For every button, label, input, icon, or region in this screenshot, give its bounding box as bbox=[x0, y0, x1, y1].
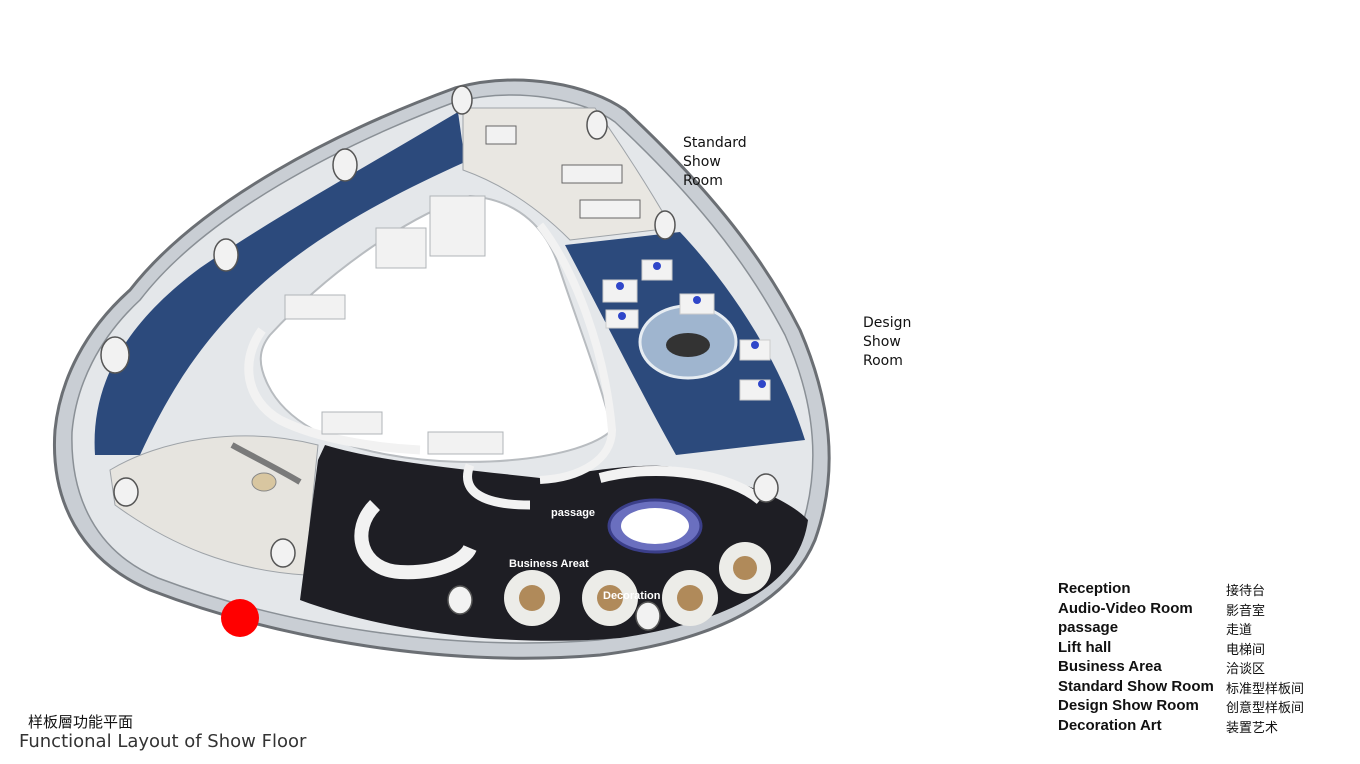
partition-panel bbox=[427, 431, 504, 455]
legend-zh: 影音室 bbox=[1226, 603, 1266, 619]
legend-en: Standard Show Room bbox=[1058, 677, 1214, 695]
lounge-seating bbox=[504, 542, 771, 626]
meeting-table bbox=[666, 333, 710, 357]
office-chairs bbox=[616, 262, 766, 388]
label-passage: passage bbox=[551, 507, 596, 519]
legend-en: Decoration Art bbox=[1058, 716, 1162, 734]
curved-wall-inner bbox=[244, 327, 421, 455]
legend-zh: 创意型样板间 bbox=[1226, 701, 1305, 716]
label-decoration: Decoration bbox=[603, 590, 661, 602]
reception-desk bbox=[354, 500, 477, 580]
legend-zh: 装置艺术 bbox=[1226, 720, 1279, 736]
curved-wall-passage bbox=[463, 463, 531, 510]
title-english: Functional Layout of Show Floor bbox=[19, 731, 307, 752]
curved-wall-reception bbox=[598, 465, 764, 504]
label-standard-show-room: Standard Show Room bbox=[683, 135, 747, 189]
legend-en: Audio-Video Room bbox=[1058, 599, 1193, 617]
title-chinese: 样板層功能平面 bbox=[28, 713, 134, 731]
location-marker bbox=[221, 599, 259, 637]
legend-zh: 标准型样板间 bbox=[1226, 681, 1305, 697]
legend-en: Reception bbox=[1058, 580, 1131, 597]
legend-en: Business Area bbox=[1058, 658, 1162, 675]
legend-en: passage bbox=[1058, 619, 1119, 636]
blue-carpet-corridor bbox=[94, 112, 466, 455]
label-business-area: Business Areat bbox=[509, 558, 589, 570]
partition-panel bbox=[375, 227, 427, 269]
legend-zh: 接待台 bbox=[1226, 584, 1266, 599]
audio-video-table bbox=[251, 472, 277, 492]
legend-en: Lift hall bbox=[1058, 638, 1112, 656]
label-design-show-room: Design Show Room bbox=[863, 315, 912, 369]
partition-panel bbox=[429, 195, 486, 257]
decoration-art-center bbox=[621, 508, 689, 544]
audio-video-sofa bbox=[230, 442, 302, 485]
legend-en: Design Show Room bbox=[1058, 697, 1199, 714]
standard-room-desks bbox=[485, 125, 641, 219]
columns bbox=[100, 85, 779, 631]
partition-panel bbox=[321, 411, 383, 435]
partition-panel bbox=[284, 294, 346, 320]
legend-zh: 洽谈区 bbox=[1226, 662, 1266, 677]
legend-zh: 电梯间 bbox=[1226, 642, 1266, 658]
curved-wall-east bbox=[536, 222, 617, 484]
legend-zh: 走道 bbox=[1226, 623, 1253, 638]
